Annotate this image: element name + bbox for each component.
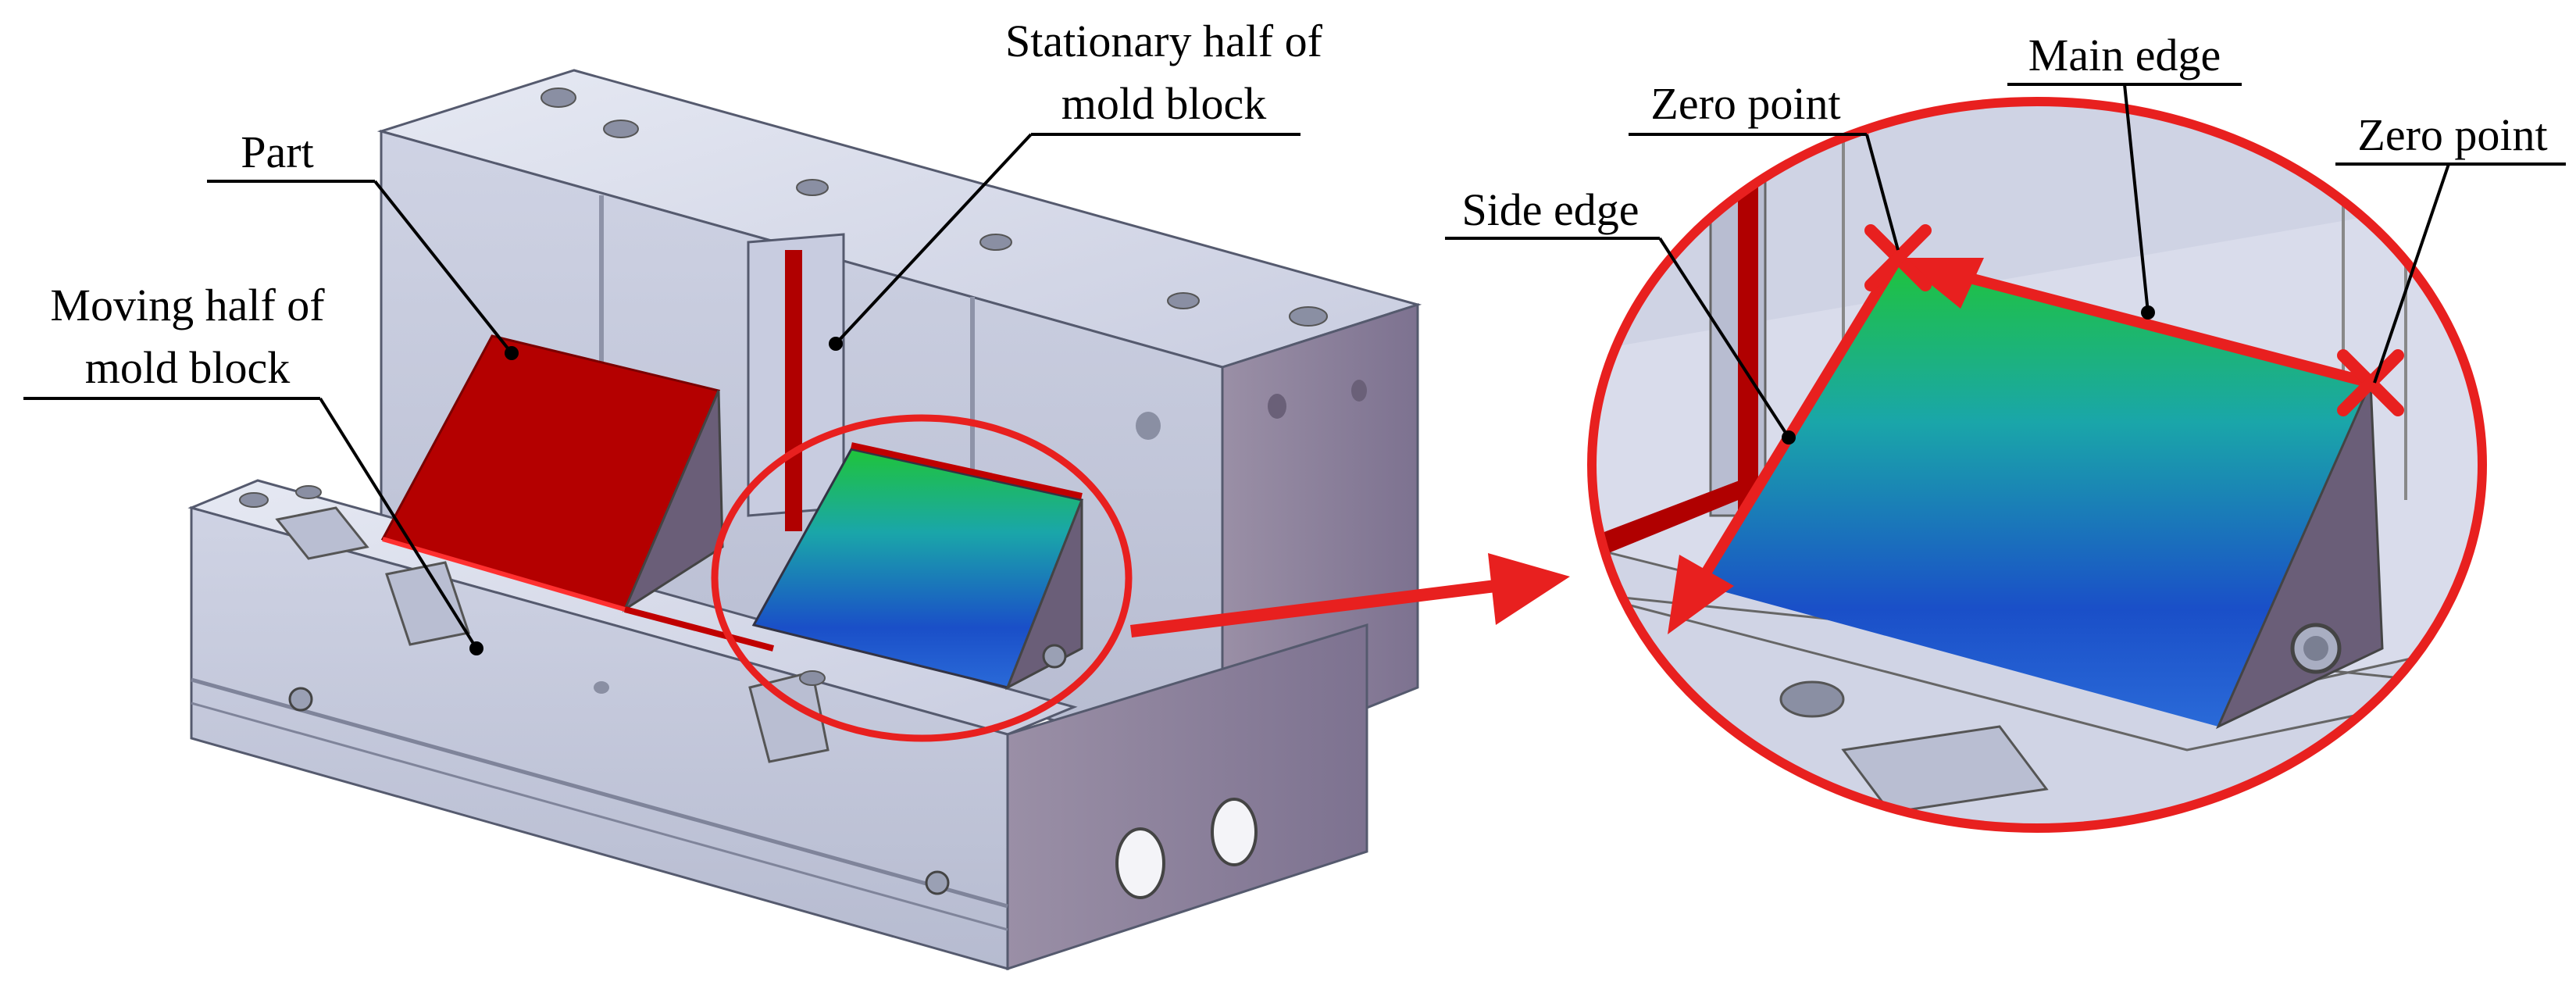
zero-point-right-marker xyxy=(2337,349,2404,416)
side-edge-line xyxy=(1698,255,1903,581)
gradient-part xyxy=(751,442,1084,691)
label-part: Part xyxy=(241,127,313,177)
leader-dots xyxy=(469,305,2155,655)
label-moving-half-line2: mold block xyxy=(85,342,291,393)
red-part xyxy=(380,334,775,652)
mold-block-illustration xyxy=(187,69,1570,971)
zoom-view xyxy=(1587,97,2487,833)
main-edge-line xyxy=(1936,264,2372,388)
label-stationary-half-line1: Stationary half of xyxy=(1005,16,1323,66)
label-moving-half-line1: Moving half of xyxy=(50,280,325,330)
zero-point-left-marker xyxy=(1864,224,1932,291)
label-main-edge: Main edge xyxy=(2028,30,2221,80)
leader-lines xyxy=(23,83,2566,650)
label-zero-point-left: Zero point xyxy=(1650,78,1840,129)
highlight-ellipse-small xyxy=(711,414,1133,742)
zoom-arrow xyxy=(1130,553,1570,637)
label-zero-point-right: Zero point xyxy=(2357,109,2547,160)
label-side-edge: Side edge xyxy=(1461,184,1639,235)
zoom-ellipse xyxy=(1587,97,2487,833)
label-stationary-half-line2: mold block xyxy=(1061,78,1267,129)
